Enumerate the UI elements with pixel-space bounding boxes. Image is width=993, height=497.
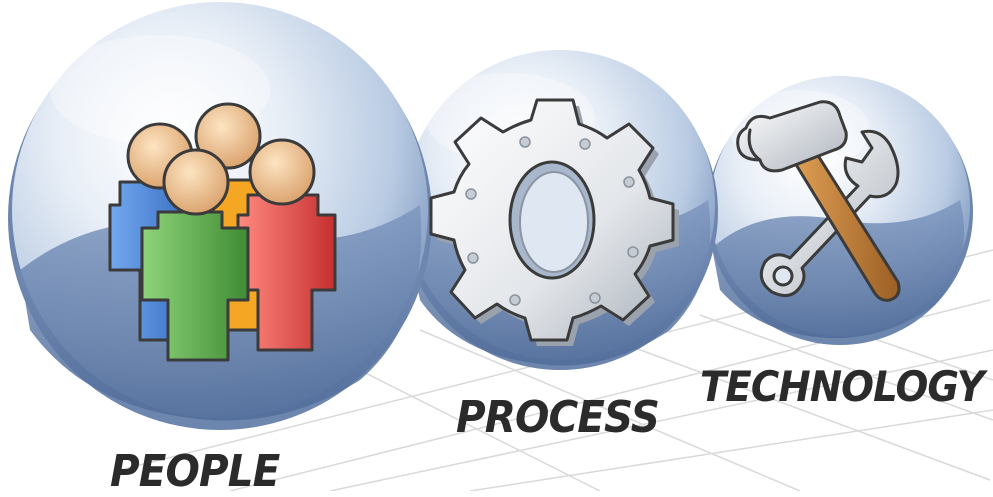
gear-icon: [429, 98, 679, 346]
people-group-icon: [108, 102, 337, 362]
people-label: PEOPLE: [110, 446, 280, 497]
process-label: PROCESS: [456, 392, 660, 443]
hammer-wrench-icon: [736, 100, 901, 302]
technology-label: TECHNOLOGY: [700, 362, 985, 411]
